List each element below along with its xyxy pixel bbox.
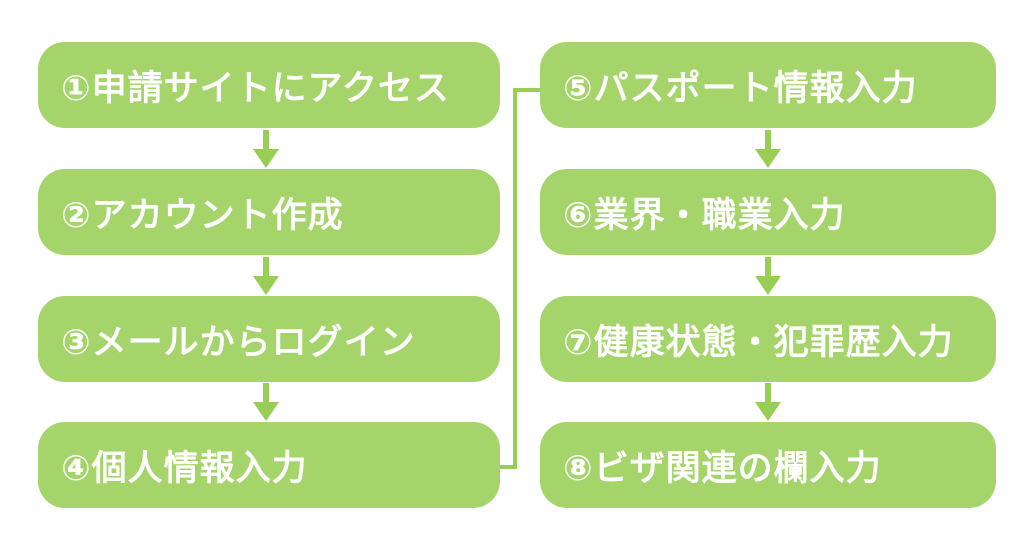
arrow-down-icon: [253, 130, 279, 168]
step-box-7: ⑦健康状態・犯罪歴入力: [540, 296, 996, 382]
step-box-2: ②アカウント作成: [38, 169, 500, 255]
step-box-3: ③メールからログイン: [38, 296, 500, 382]
arrow-down-icon: [253, 383, 279, 421]
step-box-1: ①申請サイトにアクセス: [38, 42, 500, 128]
step-box-8: ⑧ビザ関連の欄入力: [540, 422, 996, 508]
step-box-4: ④個人情報入力: [38, 422, 500, 508]
arrow-down-icon: [755, 130, 781, 168]
step-box-6: ⑥業界・職業入力: [540, 169, 996, 255]
step-box-5: ⑤パスポート情報入力: [540, 42, 996, 128]
arrow-down-icon: [755, 257, 781, 295]
arrow-down-icon: [755, 383, 781, 421]
arrow-down-icon: [253, 257, 279, 295]
